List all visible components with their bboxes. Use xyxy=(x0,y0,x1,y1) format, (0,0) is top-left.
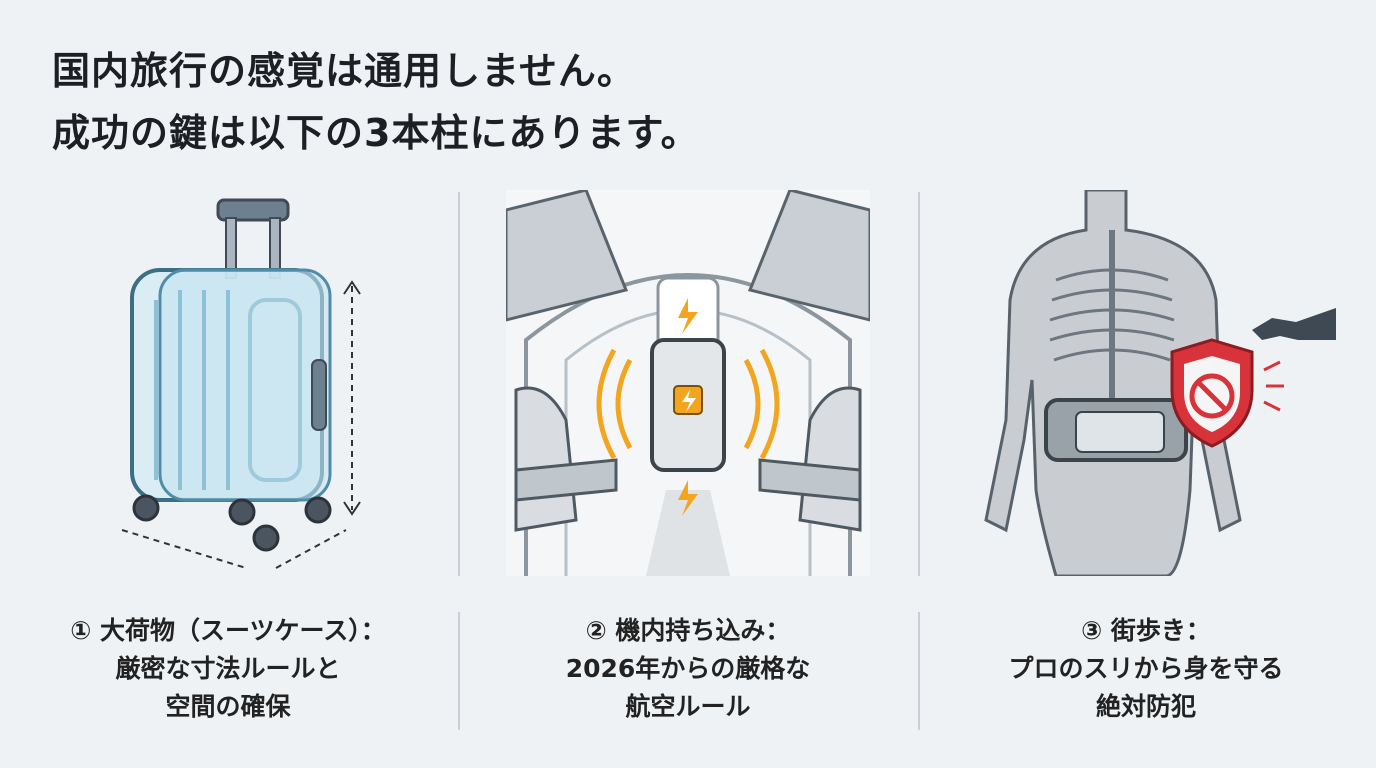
divider-bottom-1 xyxy=(458,612,460,730)
divider-top-2 xyxy=(918,192,920,576)
caption-3-title: ③ 街歩き： xyxy=(1081,616,1211,645)
caption-1-line-2: 厳密な寸法ルールと xyxy=(115,654,341,683)
caption-2-line-2: 2026年からの厳格な xyxy=(565,654,811,683)
divider-bottom-2 xyxy=(918,612,920,730)
caption-2-title: ② 機内持ち込み： xyxy=(585,616,791,645)
pickpocket-shield-icon xyxy=(984,190,1336,576)
suitcase-illustration xyxy=(100,190,390,576)
caption-pillar-1: ① 大荷物（スーツケース）： 厳密な寸法ルールと 空間の確保 xyxy=(18,612,438,726)
caption-pillar-3: ③ 街歩き： プロのスリから身を守る 絶対防犯 xyxy=(936,612,1356,726)
caption-2-line-3: 航空ルール xyxy=(625,692,751,721)
divider-top-1 xyxy=(458,192,460,576)
airplane-cabin-phone-icon xyxy=(506,190,870,576)
airplane-cabin-illustration xyxy=(506,190,870,576)
headline: 国内旅行の感覚は通用しません。 成功の鍵は以下の3本柱にあります。 xyxy=(52,40,1312,164)
headline-line-2: 成功の鍵は以下の3本柱にあります。 xyxy=(52,111,700,155)
caption-pillar-2: ② 機内持ち込み： 2026年からの厳格な 航空ルール xyxy=(478,612,898,726)
pickpocket-illustration xyxy=(976,190,1336,576)
caption-1-line-3: 空間の確保 xyxy=(165,692,291,721)
suitcase-icon xyxy=(121,198,361,569)
caption-1-title: ① 大荷物（スーツケース）： xyxy=(70,616,386,645)
caption-3-line-2: プロのスリから身を守る xyxy=(1008,654,1284,683)
headline-line-1: 国内旅行の感覚は通用しません。 xyxy=(52,49,636,93)
caption-3-line-3: 絶対防犯 xyxy=(1095,692,1196,721)
